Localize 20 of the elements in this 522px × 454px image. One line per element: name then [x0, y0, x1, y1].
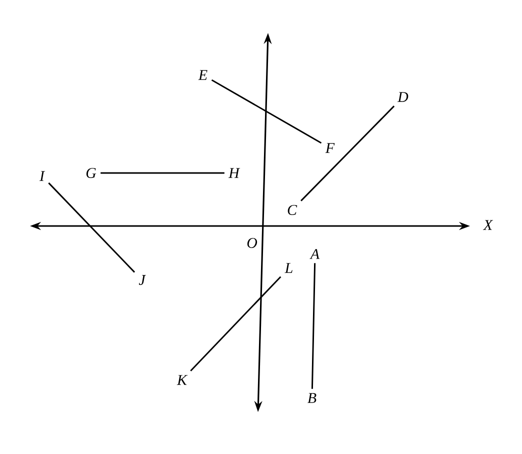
line-segment	[48, 182, 136, 273]
line-segment	[190, 276, 282, 372]
line-segment	[211, 79, 322, 144]
point-label: B	[308, 393, 316, 403]
line-segment	[300, 106, 395, 202]
point-label: L	[284, 263, 292, 273]
point-label: E	[198, 70, 208, 80]
point-label: J	[138, 275, 146, 285]
point-label: I	[39, 171, 46, 181]
point-label: C	[288, 204, 298, 215]
line-segment	[100, 172, 224, 174]
axis-label: O	[247, 238, 258, 248]
point-label: F	[325, 143, 335, 153]
point-label: A	[310, 249, 320, 259]
point-label: K	[176, 375, 188, 385]
axis-label: X	[482, 220, 494, 230]
point-label: D	[397, 92, 408, 102]
point-label: H	[228, 168, 240, 178]
point-label: G	[86, 168, 96, 178]
line-segment	[311, 263, 316, 389]
